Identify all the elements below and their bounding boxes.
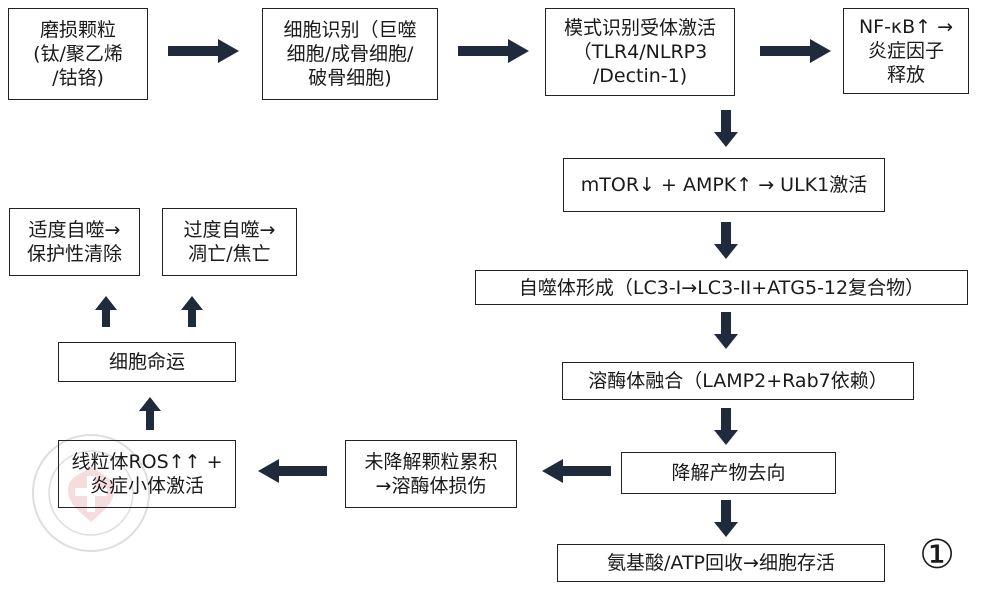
recycle-box: 氨基酸/ATP回收→细胞存活 (557, 544, 885, 582)
moderate-autophagy-line1: 适度自噬→ (28, 219, 121, 241)
moderate-autophagy-box: 适度自噬→ 保护性清除 (9, 208, 140, 276)
ros-line2: 炎症小体激活 (89, 475, 204, 497)
nfkb-line3: 释放 (886, 64, 925, 86)
arrow-down-2 (713, 222, 739, 260)
cell-recognition-box: 细胞识别（巨噬 细胞/成骨细胞/ 破骨细胞) (262, 8, 438, 100)
nfkb-box: NF-κB↑ → 炎症因子 释放 (843, 8, 969, 94)
arrow-up-right (180, 296, 204, 328)
accumulation-line1: 未降解颗粒累积 (364, 451, 498, 473)
arrow-up-left (94, 296, 118, 328)
prr-activation-box: 模式识别受体激活 （TLR4/NLRP3 /Dectin-1) (545, 8, 735, 96)
accumulation-box: 未降解颗粒累积 →溶酶体损伤 (345, 440, 517, 508)
nfkb-line1: NF-κB↑ → (858, 16, 954, 38)
prr-activation-line1: 模式识别受体激活 (563, 17, 716, 39)
cell-fate-label: 细胞命运 (108, 351, 185, 373)
lysosome-fusion-box: 溶酶体融合（LAMP2+Rab7依赖） (562, 362, 914, 400)
moderate-autophagy-line2: 保护性清除 (26, 243, 122, 265)
cell-recognition-line2: 细胞/成骨细胞/ (286, 43, 414, 65)
arrow-left-1 (542, 458, 612, 484)
mtor-box: mTOR↓ + AMPK↑ → ULK1激活 (563, 158, 885, 212)
arrow-right-3 (760, 38, 832, 64)
degradation-fate-box: 降解产物去向 (621, 452, 836, 494)
arrow-right-2 (458, 38, 530, 64)
accumulation-line2: →溶酶体损伤 (375, 475, 487, 497)
arrow-right-1 (168, 38, 240, 64)
association-seal (30, 432, 152, 554)
wear-particles-box: 磨损颗粒 (钛/聚乙烯 /钴铬) (8, 8, 148, 100)
wear-particles-line2: (钛/聚乙烯 (33, 43, 123, 65)
lysosome-fusion-label: 溶酶体融合（LAMP2+Rab7依赖） (588, 370, 888, 392)
degradation-fate-label: 降解产物去向 (671, 462, 786, 484)
autophagosome-box: 自噬体形成（LC3-I→LC3-II+ATG5-12复合物） (475, 270, 968, 305)
prr-activation-line3: /Dectin-1) (592, 65, 688, 87)
arrow-down-3 (713, 312, 739, 350)
ros-box: 线粒体ROS↑↑ + 炎症小体激活 (58, 440, 236, 508)
arrow-down-4 (713, 408, 739, 446)
figure-number: ① (919, 532, 955, 578)
cell-fate-box: 细胞命运 (58, 342, 236, 382)
ros-line1: 线粒体ROS↑↑ + (71, 451, 223, 473)
wear-particles-line3: /钴铬) (52, 67, 104, 89)
arrow-down-1 (713, 110, 739, 148)
autophagosome-label: 自噬体形成（LC3-I→LC3-II+ATG5-12复合物） (518, 276, 925, 299)
excessive-autophagy-line2: 凋亡/焦亡 (188, 243, 271, 265)
cell-recognition-line1: 细胞识别（巨噬 (283, 19, 417, 41)
mtor-label: mTOR↓ + AMPK↑ → ULK1激活 (580, 174, 868, 196)
excessive-autophagy-box: 过度自噬→ 凋亡/焦亡 (162, 208, 297, 276)
arrow-left-2 (258, 458, 328, 484)
prr-activation-line2: （TLR4/NLRP3 (572, 41, 708, 63)
arrow-down-5 (713, 500, 739, 538)
cell-recognition-line3: 破骨细胞) (308, 67, 392, 89)
wear-particles-line1: 磨损颗粒 (39, 19, 116, 41)
nfkb-line2: 炎症因子 (867, 40, 944, 62)
recycle-label: 氨基酸/ATP回收→细胞存活 (607, 552, 835, 574)
excessive-autophagy-line1: 过度自噬→ (183, 219, 276, 241)
arrow-up-1 (138, 397, 162, 431)
